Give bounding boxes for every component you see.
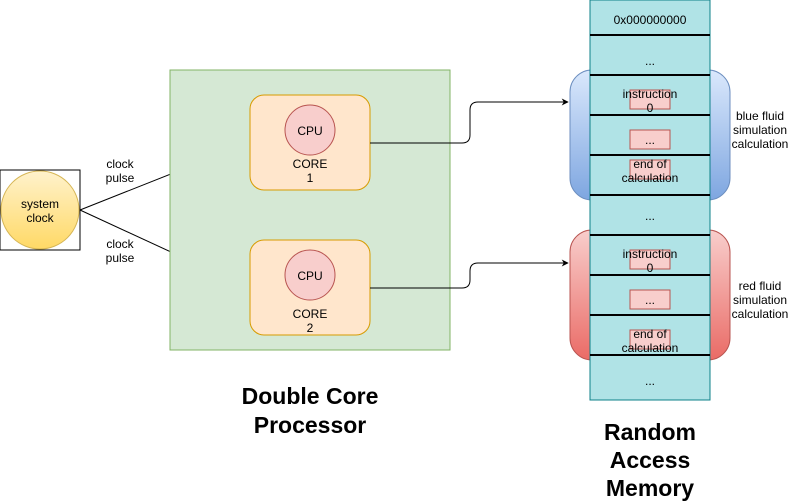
memory-title-3: Memory [606,475,694,501]
red-end-label-2: calculation [622,341,679,355]
processor-title-1: Double Core [242,383,379,409]
red-segment-label-2: simulation [733,293,787,307]
red-instruction-label-1: instruction [623,247,678,261]
blue-end-cell [629,159,671,180]
core-1-name: CORE [293,157,328,171]
core-2-number: 2 [307,321,314,335]
cpu-1-circle [284,104,336,156]
red-end-cell [629,329,671,350]
red-middle-cell [629,289,671,310]
cpu-2-circle [284,249,336,301]
core-1-number: 1 [307,171,314,185]
cpu-1-label: CPU [297,124,322,138]
blue-middle-label: ... [645,133,655,147]
processor-title-2: Processor [254,412,367,438]
ram-column: 0x000000000 ... instruction 0 ... end of… [589,0,711,401]
blue-segment-label-3: calculation [732,137,789,151]
ram-cell-ellipsis: ... [645,209,655,223]
red-instruction-cell [629,249,671,270]
red-instruction-label-2: 0 [647,261,654,275]
blue-middle-cell [629,129,671,150]
red-segment-label-3: calculation [732,307,789,321]
cpu-2-label: CPU [297,269,322,283]
clock-pulse-top-label-2: pulse [106,171,135,185]
processor: CPU CORE 1 CPU CORE 2 [169,69,451,351]
memory-title-1: Random [604,419,696,445]
core-2-name: CORE [293,307,328,321]
blue-end-label-2: calculation [622,171,679,185]
memory-title-2: Access [610,447,691,473]
system-clock-circle [0,170,80,250]
blue-instruction-label-1: instruction [623,87,678,101]
red-middle-label: ... [645,293,655,307]
system-clock-label-2: clock [26,211,54,225]
ram-address-label: 0x000000000 [614,13,687,27]
ram-cell-ellipsis: ... [645,374,655,388]
blue-segment-label-1: blue fluid [736,109,784,123]
core-2-memory-connector [370,259,569,289]
red-end-label-1: end of [633,327,667,341]
clock-pulse-bottom-label-1: clock [106,237,134,251]
system-clock: system clock [0,169,81,251]
core-2: CPU CORE 2 [249,239,371,336]
blue-segment-label-2: simulation [733,123,787,137]
blue-end-label-1: end of [633,157,667,171]
core-1: CPU CORE 1 [249,94,371,191]
system-clock-label-1: system [21,197,59,211]
clock-pulse-top-label-1: clock [106,157,134,171]
blue-instruction-cell [629,89,671,110]
ram-cell-ellipsis: ... [645,54,655,68]
red-segment-label-1: red fluid [739,279,782,293]
clock-pulse-bottom-label-2: pulse [106,251,135,265]
core-1-memory-connector [370,98,569,144]
blue-instruction-label-2: 0 [647,101,654,115]
